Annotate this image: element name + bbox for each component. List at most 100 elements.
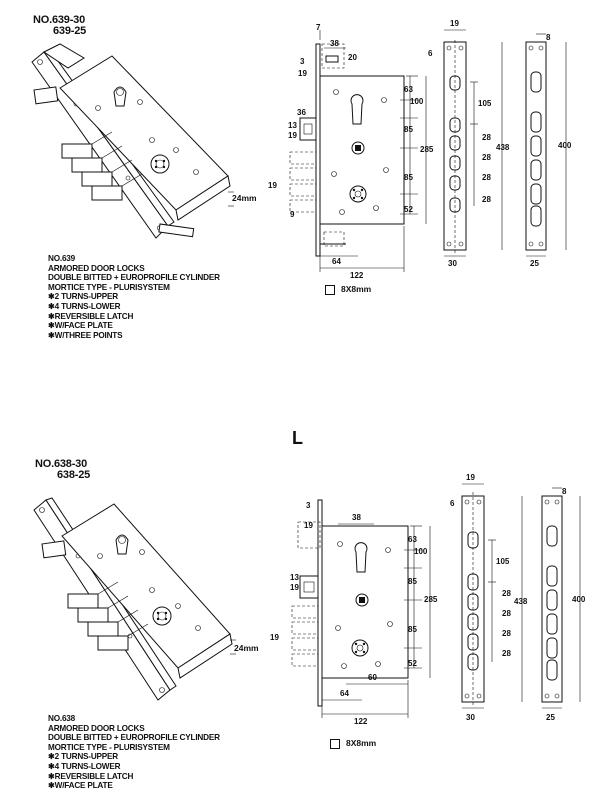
top-fp-dim-6: 6 bbox=[428, 49, 433, 58]
top-dim-63: 63 bbox=[404, 85, 413, 94]
top-dim-19c: 19 bbox=[268, 181, 277, 190]
bottom-dim-85b: 85 bbox=[408, 625, 417, 634]
spec-line: ✱W/FACE PLATE bbox=[48, 321, 113, 331]
bottom-dim-13: 13 bbox=[290, 573, 299, 582]
top-sp-dim-8: 8 bbox=[546, 33, 551, 42]
top-front-elevation: 7 38 3 20 19 36 13 19 19 9 63 100 85 285… bbox=[268, 23, 434, 280]
top-dim-64: 64 bbox=[332, 257, 341, 266]
bottom-dim-60: 60 bbox=[368, 673, 377, 682]
bottom-square-key-label: 8X8mm bbox=[346, 738, 377, 748]
square-key-icon bbox=[330, 738, 340, 749]
bottom-fp-dim-28a: 28 bbox=[502, 589, 511, 598]
spec-line: ✱4 TURNS-LOWER bbox=[48, 761, 121, 771]
spec-line: ✱REVERSIBLE LATCH bbox=[48, 771, 134, 781]
square-key-icon bbox=[325, 284, 335, 295]
bottom-dim-122: 122 bbox=[354, 717, 368, 726]
spec-line: MORTICE TYPE - PLURISYSTEM bbox=[48, 282, 170, 292]
top-fp-dim-28a: 28 bbox=[482, 133, 491, 142]
bottom-dim-38: 38 bbox=[352, 513, 361, 522]
bottom-fp-dim-28b: 28 bbox=[502, 609, 511, 618]
top-strike-plate: 8 400 25 bbox=[525, 33, 572, 268]
bottom-fp-dim-6: 6 bbox=[450, 499, 455, 508]
bottom-fp-dim-438: 438 bbox=[514, 597, 528, 606]
bottom-model-line1: NO.638-30 bbox=[35, 458, 88, 470]
bottom-front-elevation: 3 38 19 13 19 19 63 100 85 285 85 52 bbox=[270, 499, 438, 726]
top-model-line2: 639-25 bbox=[53, 25, 87, 37]
bottom-fp-dim-28c: 28 bbox=[502, 629, 511, 638]
spec-line: NO.639 bbox=[48, 254, 76, 263]
bottom-strike-plate: 8 400 25 bbox=[541, 487, 586, 722]
bottom-model-line2: 638-25 bbox=[57, 469, 91, 481]
top-sp-dim-400: 400 bbox=[558, 141, 572, 150]
bottom-dim-19a: 19 bbox=[304, 521, 313, 530]
separator-mark: L bbox=[292, 428, 303, 448]
top-model-title: NO.639-30 639-25 bbox=[33, 15, 86, 37]
bottom-square-key-legend: 8X8mm bbox=[330, 738, 376, 749]
bottom-face-plate: 19 6 105 28 28 28 28 438 30 bbox=[450, 473, 528, 722]
top-dim-9: 9 bbox=[290, 210, 295, 219]
spec-line: DOUBLE BITTED + EUROPROFILE CYLINDER bbox=[48, 733, 220, 743]
bottom-dim-52: 52 bbox=[408, 659, 417, 668]
top-dim-36: 36 bbox=[297, 108, 306, 117]
spec-line: ✱4 TURNS-LOWER bbox=[48, 301, 121, 311]
bottom-dim-85a: 85 bbox=[408, 577, 417, 586]
top-fp-dim-438: 438 bbox=[496, 143, 510, 152]
spec-line: ARMORED DOOR LOCKS bbox=[48, 723, 145, 733]
top-square-key-legend: 8X8mm bbox=[325, 284, 371, 295]
bottom-spec-list: NO.638 ARMORED DOOR LOCKS DOUBLE BITTED … bbox=[48, 714, 220, 791]
top-dim-52: 52 bbox=[404, 205, 413, 214]
spec-line: ✱2 TURNS-UPPER bbox=[48, 292, 119, 302]
bottom-fp-dim-28d: 28 bbox=[502, 649, 511, 658]
bottom-dim-19c: 19 bbox=[270, 633, 279, 642]
bottom-fp-dim-105: 105 bbox=[496, 557, 510, 566]
bottom-fp-dim-30: 30 bbox=[466, 713, 475, 722]
top-spec-list: NO.639 ARMORED DOOR LOCKS DOUBLE BITTED … bbox=[48, 254, 220, 340]
top-fp-dim-30: 30 bbox=[448, 259, 457, 268]
top-dim-24: 24mm bbox=[232, 193, 257, 203]
bottom-dim-100: 100 bbox=[414, 547, 428, 556]
bottom-sp-dim-25: 25 bbox=[546, 713, 555, 722]
bottom-dim-285: 285 bbox=[424, 595, 438, 604]
top-model-line1: NO.639-30 bbox=[33, 14, 86, 26]
top-fp-dim-28d: 28 bbox=[482, 195, 491, 204]
bottom-sp-dim-400: 400 bbox=[572, 595, 586, 604]
bottom-dim-3: 3 bbox=[306, 501, 311, 510]
top-fp-dim-19: 19 bbox=[450, 19, 459, 28]
top-dim-19a: 19 bbox=[298, 69, 307, 78]
top-dim-100: 100 bbox=[410, 97, 424, 106]
top-dim-3: 3 bbox=[300, 57, 305, 66]
bottom-dim-64: 64 bbox=[340, 689, 349, 698]
spec-line: DOUBLE BITTED + EUROPROFILE CYLINDER bbox=[48, 273, 220, 283]
bottom-dim-19b: 19 bbox=[290, 583, 299, 592]
spec-line: ✱REVERSIBLE LATCH bbox=[48, 311, 134, 321]
bottom-isometric-lock-icon: 24mm bbox=[33, 497, 259, 701]
top-dim-85b: 85 bbox=[404, 173, 413, 182]
bottom-dim-24: 24mm bbox=[234, 643, 259, 653]
top-face-plate: 19 6 105 28 28 28 28 438 30 bbox=[428, 19, 510, 268]
top-fp-dim-105: 105 bbox=[478, 99, 492, 108]
spec-line: ARMORED DOOR LOCKS bbox=[48, 263, 145, 273]
top-dim-285: 285 bbox=[420, 145, 434, 154]
top-dim-122: 122 bbox=[350, 271, 364, 280]
spec-line: MORTICE TYPE - PLURISYSTEM bbox=[48, 742, 170, 752]
top-dim-20: 20 bbox=[348, 53, 357, 62]
bottom-dim-63: 63 bbox=[408, 535, 417, 544]
top-sp-dim-25: 25 bbox=[530, 259, 539, 268]
top-fp-dim-28c: 28 bbox=[482, 173, 491, 182]
top-dim-13: 13 bbox=[288, 121, 297, 130]
bottom-model-title: NO.638-30 638-25 bbox=[35, 459, 90, 481]
spec-line: NO.638 bbox=[48, 714, 76, 723]
spec-line: ✱W/FACE PLATE bbox=[48, 781, 113, 791]
bottom-fp-dim-19: 19 bbox=[466, 473, 475, 482]
top-dim-19b: 19 bbox=[288, 131, 297, 140]
top-fp-dim-28b: 28 bbox=[482, 153, 491, 162]
top-square-key-label: 8X8mm bbox=[341, 284, 372, 294]
spec-line: ✱W/THREE POINTS bbox=[48, 330, 123, 340]
bottom-sp-dim-8: 8 bbox=[562, 487, 567, 496]
top-isometric-lock-icon: 24mm bbox=[31, 43, 257, 239]
spec-line: ✱2 TURNS-UPPER bbox=[48, 752, 119, 762]
top-dim-7: 7 bbox=[316, 23, 321, 32]
top-dim-85a: 85 bbox=[404, 125, 413, 134]
